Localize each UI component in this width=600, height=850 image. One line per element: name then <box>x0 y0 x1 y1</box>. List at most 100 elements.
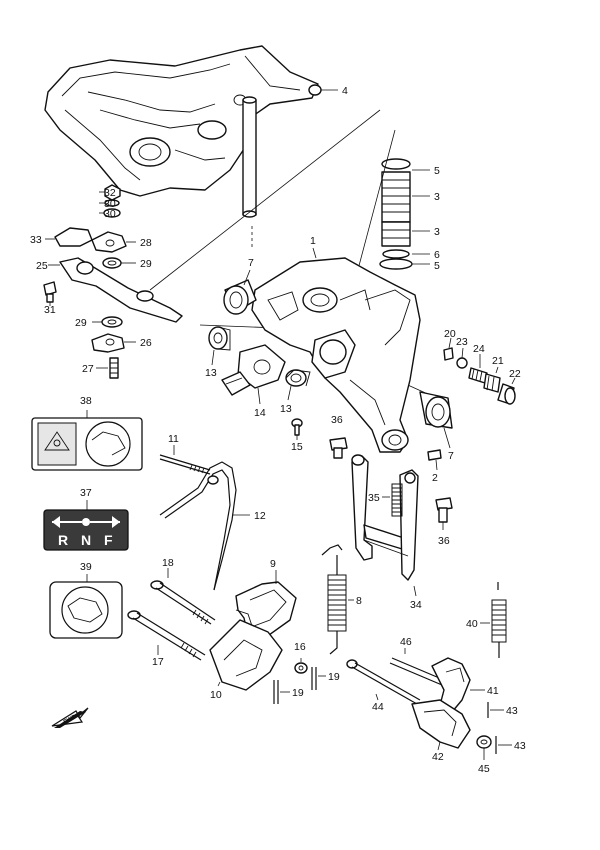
clamp-bolt <box>308 84 338 96</box>
callout-44: 44 <box>372 701 384 713</box>
callout-13-left: 13 <box>205 367 217 379</box>
callout-8: 8 <box>356 595 362 607</box>
washer-45 <box>476 735 492 760</box>
callout-46: 46 <box>400 636 412 648</box>
nut-32 <box>99 184 121 201</box>
bolt-36-lower <box>435 497 453 530</box>
callout-25: 25 <box>36 260 48 272</box>
callout-2: 2 <box>432 472 438 484</box>
tilt-lever-25 <box>48 257 183 323</box>
callout-36-upper: 36 <box>331 414 343 426</box>
shift-sticker-37: R N F <box>43 500 129 551</box>
callout-5-lower: 5 <box>434 260 440 272</box>
callout-22: 22 <box>509 368 521 380</box>
callout-28: 28 <box>140 237 152 249</box>
link-12 <box>159 461 250 591</box>
callout-13-right: 13 <box>280 403 292 415</box>
callout-41: 41 <box>487 685 499 697</box>
callout-37: 37 <box>80 487 92 499</box>
callout-6: 6 <box>434 249 440 261</box>
bolt-18 <box>150 568 216 625</box>
callout-16: 16 <box>294 641 306 653</box>
lever-34 <box>351 454 419 597</box>
plate-33 <box>45 227 93 247</box>
callout-27: 27 <box>82 363 94 375</box>
callout-38: 38 <box>80 395 92 407</box>
callout-45: 45 <box>478 763 490 775</box>
bolt-36-upper <box>329 437 348 459</box>
callout-33: 33 <box>30 234 42 246</box>
stopper-28 <box>91 231 136 253</box>
callout-23: 23 <box>456 336 468 348</box>
stopper-26 <box>91 333 136 353</box>
shaft-bushing-stack <box>379 158 430 270</box>
forward-direction-arrow: FWD <box>51 707 89 728</box>
spring-40 <box>480 582 507 658</box>
callout-9: 9 <box>270 558 276 570</box>
bush-13-left <box>208 326 231 366</box>
callout-labels: 4 5 3 3 6 5 1 7 7 32 30 30 33 28 25 29 3… <box>30 85 526 775</box>
callout-34: 34 <box>410 599 422 611</box>
callout-1: 1 <box>310 235 316 247</box>
washer-16 <box>294 658 308 674</box>
callout-42: 42 <box>432 751 444 763</box>
bolt-17 <box>127 610 206 661</box>
callout-7-upper: 7 <box>248 257 254 269</box>
swivel-bracket <box>251 247 421 453</box>
pin-19-right <box>311 667 326 690</box>
pin-19-left <box>273 680 290 704</box>
callout-24: 24 <box>473 343 485 355</box>
shift-label-r: R <box>58 532 68 548</box>
callout-36-lower: 36 <box>438 535 450 547</box>
shift-label-n: N <box>81 532 91 548</box>
callout-14: 14 <box>254 407 266 419</box>
callout-35: 35 <box>368 492 380 504</box>
callout-29-lower: 29 <box>75 317 87 329</box>
callout-30-upper: 30 <box>104 198 116 210</box>
lever-41 <box>431 657 485 713</box>
callout-32: 32 <box>104 187 116 199</box>
callout-3-upper: 3 <box>434 191 440 203</box>
callout-43-upper: 43 <box>506 705 518 717</box>
callout-17: 17 <box>152 656 164 668</box>
callout-26: 26 <box>140 337 152 349</box>
callout-18: 18 <box>162 557 174 569</box>
trim-stopper <box>221 344 286 405</box>
callout-20: 20 <box>444 328 456 340</box>
callout-19-left: 19 <box>292 687 304 699</box>
callout-40: 40 <box>466 618 478 630</box>
callout-39: 39 <box>80 561 92 573</box>
swivel-shaft <box>242 96 257 250</box>
callout-15: 15 <box>291 441 303 453</box>
callout-3-lower: 3 <box>434 226 440 238</box>
callout-43-lower: 43 <box>514 740 526 752</box>
screw-2 <box>427 449 442 471</box>
bolt-31 <box>43 281 57 306</box>
callout-19-right: 19 <box>328 671 340 683</box>
callout-29-upper: 29 <box>140 258 152 270</box>
callout-4: 4 <box>342 85 348 97</box>
callout-10: 10 <box>210 689 222 701</box>
lever-42 <box>411 699 471 751</box>
shaft-11 <box>159 445 211 475</box>
washer-29-lower <box>92 316 123 328</box>
caution-sticker-39 <box>49 574 123 639</box>
spring-8 <box>321 544 354 655</box>
callout-11: 11 <box>168 433 179 445</box>
callout-12: 12 <box>254 510 266 522</box>
screw-15 <box>291 418 303 440</box>
pin-27 <box>96 357 119 379</box>
shaft-44 <box>346 659 421 705</box>
callout-30-lower: 30 <box>104 208 116 220</box>
pin-43-upper <box>487 702 504 718</box>
washer-30-lower <box>99 208 121 218</box>
shaft-46 <box>389 648 445 686</box>
clamp-bracket <box>44 45 319 197</box>
callout-7-lower: 7 <box>448 450 454 462</box>
callout-5-upper: 5 <box>434 165 440 177</box>
trim-bolt-assembly <box>443 337 516 405</box>
shift-label-f: F <box>104 532 113 548</box>
bushing-right <box>419 391 453 449</box>
bushing-left <box>223 269 257 315</box>
